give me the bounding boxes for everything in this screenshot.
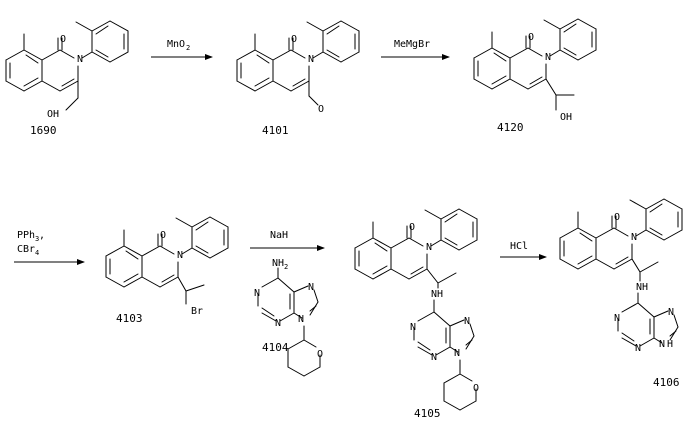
- ring-nitrogen: N: [77, 54, 83, 65]
- label-4104: 4104: [262, 341, 289, 354]
- svg-text:N: N: [431, 352, 437, 363]
- label-4103: 4103: [116, 312, 143, 325]
- svg-text:O: O: [473, 383, 479, 394]
- carbonyl-oxygen: O: [528, 32, 534, 43]
- label-4106: 4106: [653, 376, 680, 389]
- bromine: Br: [191, 306, 203, 317]
- compound-1690: O N OH 1690: [6, 21, 128, 137]
- label-4105: 4105: [414, 407, 441, 420]
- imidazole-h: H: [667, 339, 673, 350]
- svg-text:HCl: HCl: [510, 241, 528, 252]
- svg-text:NaH: NaH: [270, 230, 288, 241]
- ring-nitrogen: N: [177, 250, 183, 261]
- svg-text:PPh: PPh: [17, 230, 35, 241]
- ring-nitrogen: N: [426, 242, 432, 253]
- aldehyde-oxygen: O: [318, 104, 324, 115]
- ring-nitrogen: N: [308, 54, 314, 65]
- arrow-hcl: HCl: [500, 241, 546, 257]
- ring-nitrogen: N: [545, 52, 551, 63]
- label-1690: 1690: [30, 124, 57, 137]
- svg-text:N: N: [464, 316, 470, 327]
- svg-text:N: N: [454, 348, 460, 359]
- amine-nh: NH: [636, 282, 648, 293]
- svg-text:N: N: [254, 288, 260, 299]
- compound-4106: O N NH N N N N H 4106: [560, 199, 682, 389]
- svg-text:N: N: [668, 307, 674, 318]
- label-4120: 4120: [497, 121, 524, 134]
- arrow-mno2: MnO 2: [151, 39, 212, 57]
- svg-text:,: ,: [39, 230, 45, 241]
- hydroxyl: OH: [47, 109, 59, 120]
- svg-text:2: 2: [284, 263, 288, 271]
- hydroxyl: OH: [560, 112, 572, 123]
- arrow-nah: NaH: [250, 230, 324, 248]
- svg-text:MnO: MnO: [167, 39, 185, 50]
- svg-text:CBr: CBr: [17, 244, 35, 255]
- svg-text:N: N: [275, 318, 281, 329]
- carbonyl-oxygen: O: [60, 34, 66, 45]
- carbonyl-oxygen: O: [409, 222, 415, 233]
- carbonyl-oxygen: O: [160, 230, 166, 241]
- svg-text:N: N: [659, 339, 665, 350]
- arrow-memgbr: MeMgBr: [381, 39, 449, 57]
- svg-text:N: N: [614, 313, 620, 324]
- svg-text:O: O: [317, 349, 323, 360]
- svg-text:4: 4: [35, 249, 39, 257]
- compound-4104: NH 2 N N N N O 4104: [254, 258, 323, 376]
- ring-nitrogen: N: [631, 232, 637, 243]
- svg-text:N: N: [298, 314, 304, 325]
- compound-4105: O N NH N N N N O 4105: [355, 209, 479, 420]
- compound-4120: O N OH 4120: [474, 19, 596, 134]
- compound-4103: O N Br 4103: [106, 217, 228, 325]
- compound-4101: O N O 4101: [237, 21, 359, 137]
- arrow-pph3-cbr4: PPh 3 , CBr 4: [14, 230, 84, 262]
- carbonyl-oxygen: O: [614, 212, 620, 223]
- svg-text:2: 2: [186, 44, 190, 52]
- svg-text:N: N: [308, 282, 314, 293]
- svg-text:MeMgBr: MeMgBr: [394, 39, 430, 50]
- svg-text:N: N: [635, 343, 641, 354]
- amino-group: NH: [272, 258, 284, 269]
- label-4101: 4101: [262, 124, 289, 137]
- carbonyl-oxygen: O: [291, 34, 297, 45]
- amine-nh: NH: [431, 289, 443, 300]
- svg-text:N: N: [410, 322, 416, 333]
